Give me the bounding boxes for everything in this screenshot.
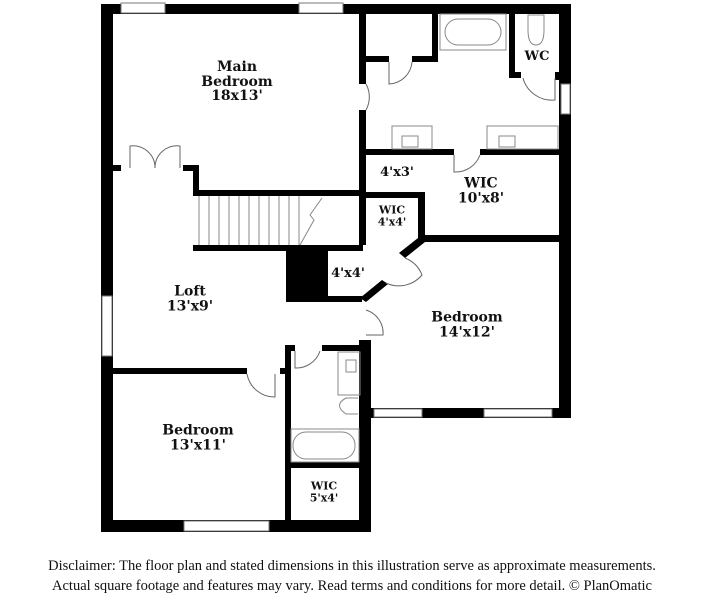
room-dimensions: 4'x4'	[377, 215, 407, 228]
fixtures	[290, 13, 559, 463]
disclaimer-line-1: Disclaimer: The floor plan and stated di…	[48, 558, 656, 574]
room-dimensions: 13'x11'	[170, 437, 226, 453]
room-name: WIC	[464, 175, 498, 192]
room-dimensions: 18x13'	[211, 88, 263, 105]
room-name: Bedroom	[162, 422, 234, 439]
room-dimensions: 4'x3'	[380, 165, 414, 181]
room-label-bedroom-3: Bedroom 13'x11'	[162, 423, 233, 452]
room-label-bedroom-2: Bedroom 14'x12'	[431, 310, 502, 339]
room-dimensions: 13'x9'	[166, 298, 214, 314]
room-label-main-bedroom: Main Bedroom 18x13'	[201, 60, 272, 104]
floor-plan	[101, 2, 571, 532]
room-dimensions: 10'x8'	[457, 190, 505, 206]
room-label-loft: Loft 13'x9'	[167, 284, 213, 313]
room-label-closet-4x3: 4'x3'	[380, 166, 414, 180]
disclaimer-line-2: Actual square footage and features may v…	[52, 578, 652, 594]
room-label-wic-small: WIC 4'x4'	[378, 204, 407, 227]
room-label-wic-main: WIC 10'x8'	[458, 176, 504, 205]
room-name: Bedroom	[431, 309, 503, 326]
room-label-wc: WC	[525, 50, 550, 64]
room-name: WIC	[378, 203, 406, 217]
room-dimensions: 14'x12'	[439, 324, 495, 340]
room-label-hall-closet: 4'x4'	[331, 267, 365, 281]
windows	[101, 2, 571, 532]
room-label-wic-bedroom3: WIC 5'x4'	[310, 480, 339, 503]
room-name: Main	[216, 58, 258, 75]
doors	[129, 61, 556, 398]
room-name: Loft	[174, 283, 206, 300]
walls	[101, 4, 571, 532]
room-dimensions: 5'x4'	[309, 491, 339, 504]
room-dimensions: 4'x4'	[331, 266, 365, 282]
staircase	[198, 196, 323, 246]
room-name: Bedroom	[201, 73, 273, 90]
disclaimer: Disclaimer: The floor plan and stated di…	[0, 556, 704, 596]
room-name: WIC	[310, 479, 338, 493]
room-name: WC	[524, 49, 550, 65]
